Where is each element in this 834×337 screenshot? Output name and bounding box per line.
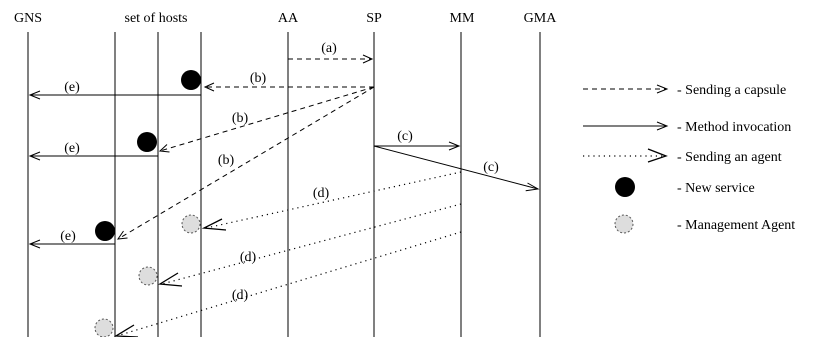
message-e-1-label: (e) xyxy=(64,80,80,95)
message-d-2: (d) xyxy=(157,203,462,287)
message-b-2: (b) xyxy=(158,86,375,153)
message-a-label: (a) xyxy=(321,41,337,56)
lifeline-label-sp: SP xyxy=(366,11,382,26)
message-b-3-label: (b) xyxy=(218,153,235,168)
legend-label-method-invocation: - Method invocation xyxy=(677,120,791,135)
message-c-1-label: (c) xyxy=(397,129,413,144)
message-c-2-label: (c) xyxy=(483,160,499,175)
lifeline-label-hosts: set of hosts xyxy=(125,11,188,26)
message-e-2: (e) xyxy=(28,141,158,161)
legend-item-agent: - Sending an agent xyxy=(583,148,782,165)
legend: - Sending a capsule - Method invocation … xyxy=(583,83,795,234)
message-c-2: (c) xyxy=(373,145,540,192)
message-e-1: (e) xyxy=(28,80,201,100)
message-e-3: (e) xyxy=(28,229,115,249)
message-d-1: (d) xyxy=(201,171,462,231)
legend-item-management-agent: - Management Agent xyxy=(614,214,795,234)
message-b-1-label: (b) xyxy=(250,71,267,86)
message-d-2-label: (d) xyxy=(240,250,257,265)
message-e-3-label: (e) xyxy=(60,229,76,244)
legend-label-management-agent: - Management Agent xyxy=(677,218,795,233)
message-d-3-label: (d) xyxy=(232,288,249,303)
management-agent-host-2 xyxy=(138,266,158,286)
legend-management-agent-icon xyxy=(614,214,634,234)
message-c-1: (c) xyxy=(374,129,461,151)
message-d-1-label: (d) xyxy=(313,186,330,201)
legend-label-agent: - Sending an agent xyxy=(677,150,782,165)
message-b-2-label: (b) xyxy=(232,111,249,126)
legend-item-capsule: - Sending a capsule xyxy=(583,83,786,98)
management-agent-host-1 xyxy=(94,318,114,337)
lifeline-label-gns: GNS xyxy=(14,11,42,26)
message-b-3: (b) xyxy=(116,86,375,240)
lifeline-label-aa: AA xyxy=(278,11,299,26)
lifeline-label-mm: MM xyxy=(450,11,475,26)
message-e-2-label: (e) xyxy=(64,141,80,156)
new-service-host-2 xyxy=(137,132,157,152)
message-a: (a) xyxy=(288,41,374,64)
legend-item-new-service: - New service xyxy=(615,177,755,197)
legend-label-capsule: - Sending a capsule xyxy=(677,83,786,98)
message-b-1: (b) xyxy=(203,71,374,92)
legend-item-method-invocation: - Method invocation xyxy=(583,120,791,135)
legend-new-service-icon xyxy=(615,177,635,197)
legend-label-new-service: - New service xyxy=(677,181,755,196)
new-service-host-1 xyxy=(95,221,115,241)
management-agent-host-3 xyxy=(181,214,201,234)
new-service-host-3 xyxy=(181,70,201,90)
lifeline-label-gma: GMA xyxy=(524,11,558,26)
